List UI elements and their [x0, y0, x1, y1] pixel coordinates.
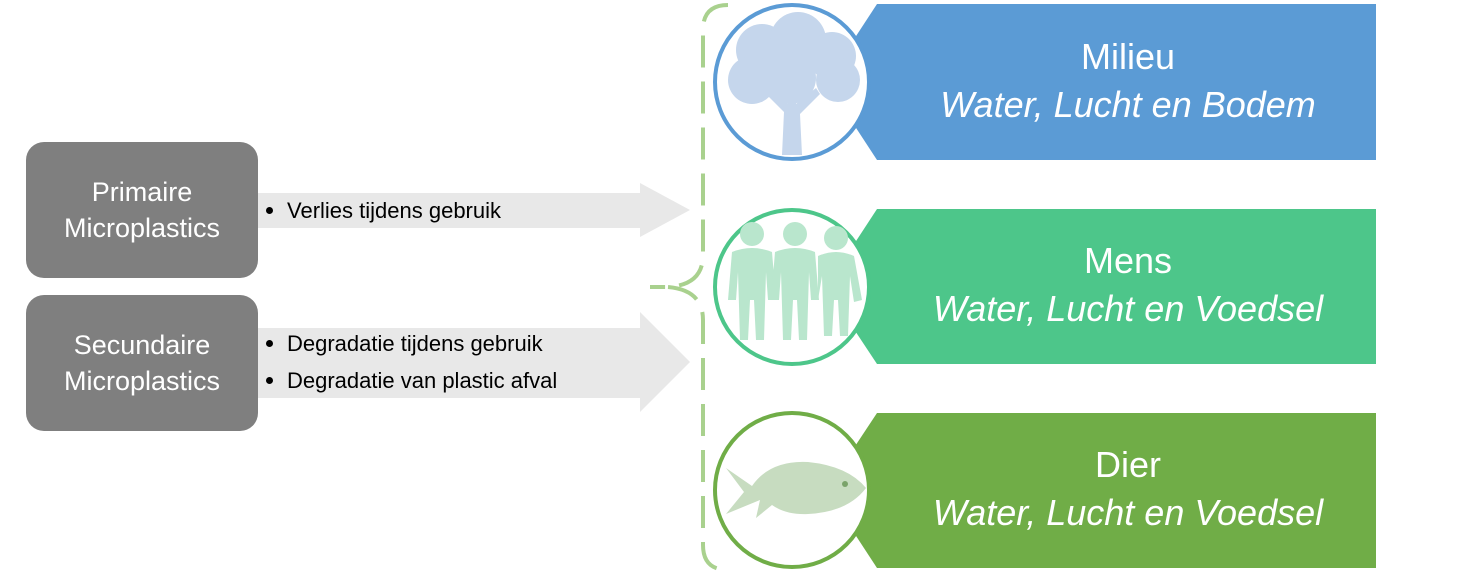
target-banner-milieu — [826, 4, 1376, 160]
bracket — [650, 3, 729, 572]
bullet-item: Degradatie tijdens gebruik — [266, 325, 557, 362]
fish-icon — [713, 411, 871, 569]
bullet-text: Degradatie van plastic afval — [287, 368, 558, 393]
bullet-dot — [266, 377, 273, 384]
target-subtitle: Water, Lucht en Voedsel — [932, 288, 1324, 329]
target-title: Milieu — [1080, 36, 1176, 77]
bullet-item: Verlies tijdens gebruik — [266, 192, 501, 229]
target-milieu: Milieu Water, Lucht en Bodem — [868, 34, 1388, 130]
bullet-dot — [266, 207, 273, 214]
people-icon — [713, 208, 871, 366]
bullet-text: Degradatie tijdens gebruik — [287, 331, 543, 356]
target-mens: Mens Water, Lucht en Voedsel — [868, 238, 1388, 334]
arrow-secondary — [258, 312, 690, 412]
target-banner-mens — [826, 209, 1376, 364]
target-subtitle: Water, Lucht en Bodem — [940, 84, 1316, 125]
source-box-primary: Primaire Microplastics — [26, 142, 258, 278]
source-title-line2: Microplastics — [63, 366, 221, 396]
bullet-list-primary: Verlies tijdens gebruik — [266, 192, 501, 229]
source-title-line2: Microplastics — [63, 213, 221, 243]
arrow-primary — [258, 183, 690, 237]
bullet-list-secondary: Degradatie tijdens gebruik Degradatie va… — [266, 325, 557, 399]
source-box-secondary: Secundaire Microplastics — [26, 295, 258, 431]
source-title-line1: Primaire — [91, 177, 193, 207]
source-title-line1: Secundaire — [73, 330, 211, 360]
bullet-item: Degradatie van plastic afval — [266, 362, 557, 399]
bullet-dot — [266, 340, 273, 347]
target-dier: Dier Water, Lucht en Voedsel — [868, 442, 1388, 538]
tree-icon — [713, 3, 871, 161]
target-title: Dier — [1094, 444, 1161, 485]
target-banner-dier — [826, 413, 1376, 568]
bullet-text: Verlies tijdens gebruik — [287, 198, 502, 223]
target-subtitle: Water, Lucht en Voedsel — [932, 492, 1324, 533]
target-title: Mens — [1083, 240, 1173, 281]
